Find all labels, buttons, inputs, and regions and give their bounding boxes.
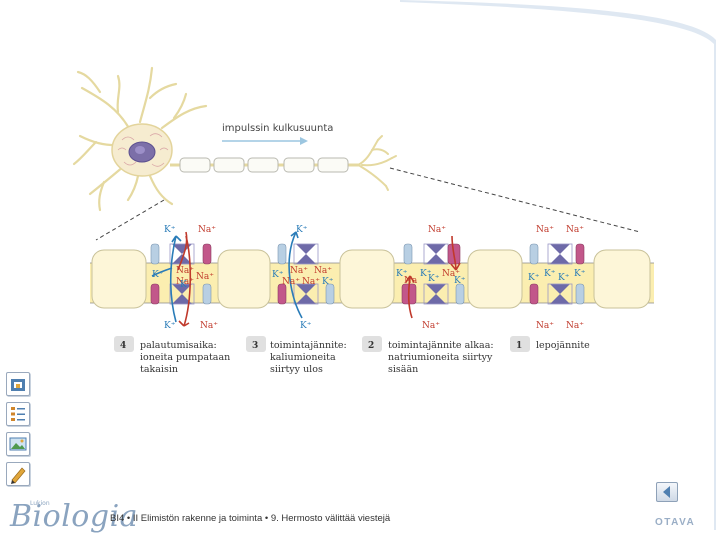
enlarged-myelin-blocks bbox=[91, 249, 651, 309]
ion-na-plus: Na⁺ bbox=[200, 321, 218, 331]
step-number-badge bbox=[510, 336, 530, 352]
step-text-line: toimintajännite: bbox=[270, 340, 347, 351]
ion-flow-arrows bbox=[151, 231, 461, 327]
step-text-line: sisään bbox=[388, 364, 418, 375]
step-1: 1 lepojännite bbox=[510, 336, 590, 352]
step-number: 2 bbox=[368, 341, 374, 351]
neuron-figure: impulssin kulkusuunta bbox=[72, 66, 654, 375]
images-button[interactable] bbox=[6, 432, 30, 456]
step-number: 1 bbox=[516, 341, 522, 351]
step-4: 4 palautumisaika: ioneita pumpataan taka… bbox=[114, 336, 230, 375]
ion-na-plus: Na⁺ bbox=[176, 277, 194, 287]
ion-k-plus: K⁺ bbox=[164, 321, 176, 331]
cell-body-organelles bbox=[117, 133, 169, 167]
ion-na-plus: Na⁺ bbox=[566, 321, 584, 331]
ion-k-plus: K⁺ bbox=[558, 273, 570, 283]
ion-k-plus: K⁺ bbox=[396, 269, 408, 279]
ion-na-plus: Na⁺ bbox=[302, 277, 320, 287]
ion-k-plus: K⁺ bbox=[164, 225, 176, 235]
contents-button[interactable] bbox=[6, 402, 30, 426]
step-text-line: takaisin bbox=[140, 364, 178, 375]
node-4-channels bbox=[150, 243, 212, 305]
ion-k-plus: K⁺ bbox=[528, 273, 540, 283]
home-button[interactable] bbox=[6, 372, 30, 396]
na-arrow-node2-in bbox=[451, 235, 457, 271]
ion-k-plus: K⁺ bbox=[272, 270, 284, 280]
list-icon bbox=[11, 407, 25, 421]
step-number-badge bbox=[246, 336, 266, 352]
step-number: 4 bbox=[120, 341, 126, 351]
zoom-line-right bbox=[389, 167, 641, 233]
pencil-icon bbox=[11, 467, 26, 484]
ion-k: K bbox=[180, 280, 187, 290]
k-arrow-node3 bbox=[288, 231, 303, 319]
dendrites bbox=[72, 66, 208, 212]
ion-na-plus: Na⁺ bbox=[196, 272, 214, 282]
step-text-line: lepojännite bbox=[536, 340, 590, 351]
ion-k-plus: K⁺ bbox=[428, 274, 440, 284]
nucleolus bbox=[135, 146, 145, 154]
step-number: 3 bbox=[252, 341, 258, 351]
na-arrow-node4 bbox=[177, 231, 188, 271]
node-3-ion-labels: K⁺ K⁺ Na⁺ Na⁺ Na⁺ Na⁺ K⁺ K⁺ bbox=[272, 225, 334, 331]
ion-k-plus: K⁺ bbox=[152, 270, 164, 280]
node-4-ion-labels: K⁺ Na⁺ K⁺ Na⁺ Na⁺ Na⁺ K K⁺ Na⁺ bbox=[152, 225, 218, 331]
ion-na-plus: Na⁺ bbox=[176, 266, 194, 276]
ion-na-plus: Na⁺ bbox=[566, 225, 584, 235]
step-3: 3 toimintajännite: kaliumioneita siirtyy… bbox=[246, 336, 347, 375]
step-2: 2 toimintajännite alkaa: natriumioneita … bbox=[362, 336, 494, 375]
ion-k-plus: K⁺ bbox=[454, 276, 466, 286]
home-icon bbox=[11, 379, 25, 391]
triangle-left-icon bbox=[663, 486, 670, 498]
back-button[interactable] bbox=[656, 482, 678, 502]
step-text-line: kaliumioneita bbox=[270, 352, 336, 363]
pencil-button[interactable] bbox=[6, 462, 30, 486]
ion-k-plus: K⁺ bbox=[574, 269, 586, 279]
step-text-line: toimintajännite alkaa: bbox=[388, 340, 494, 351]
axon-terminals bbox=[357, 135, 397, 191]
ion-k-plus: K⁺ bbox=[300, 321, 312, 331]
zoom-line-left bbox=[95, 199, 165, 241]
image-icon bbox=[9, 437, 27, 451]
ion-na-plus: Na⁺ bbox=[314, 266, 332, 276]
biologia-logo: Biologia bbox=[10, 499, 139, 534]
ion-na-plus: Na⁺ bbox=[442, 269, 460, 279]
myelin-segments bbox=[179, 157, 349, 173]
step-text-line: natriumioneita siirtyy bbox=[388, 352, 493, 363]
step-text-line: siirtyy ulos bbox=[270, 364, 323, 375]
ion-na-plus: Na⁺ bbox=[536, 225, 554, 235]
ion-na-plus: Na⁺ bbox=[290, 266, 308, 276]
ion-na-plus: Na⁺ bbox=[428, 225, 446, 235]
logo-subtitle: Lukion bbox=[30, 500, 50, 507]
breadcrumb: BI4 • II Elimistön rakenne ja toiminta •… bbox=[110, 513, 391, 524]
publisher-logo: OTAVA bbox=[655, 517, 696, 528]
impulse-direction-arrowhead bbox=[300, 137, 308, 145]
ion-na-plus: Na⁺ bbox=[536, 321, 554, 331]
node-1-ion-labels: Na⁺ Na⁺ K⁺ K⁺ K⁺ K⁺ Na⁺ Na⁺ bbox=[528, 225, 586, 331]
step-number-badge bbox=[362, 336, 382, 352]
step-number-badge bbox=[114, 336, 134, 352]
ion-na-plus: Na⁺ bbox=[198, 225, 216, 235]
ion-k-plus: K⁺ bbox=[544, 269, 556, 279]
ion-na-plus: Na⁺ bbox=[422, 321, 440, 331]
na-arrow-node2-out bbox=[407, 275, 413, 319]
ion-k-plus: K⁺ bbox=[296, 225, 308, 235]
node-3-channels bbox=[277, 243, 335, 305]
impulse-direction-label: impulssin kulkusuunta bbox=[222, 123, 333, 134]
step-text-line: palautumisaika: bbox=[140, 340, 217, 351]
k-arrow-node4 bbox=[169, 235, 177, 323]
step-text-line: ioneita pumpataan bbox=[140, 352, 230, 363]
ion-k-plus: K⁺ bbox=[322, 277, 334, 287]
node-2-ion-labels: Na⁺ K⁺ Na K⁺ K⁺ Na⁺ K⁺ Na⁺ bbox=[396, 225, 466, 331]
node-1-channels bbox=[529, 243, 585, 305]
ion-na: Na bbox=[404, 276, 418, 286]
ion-na-plus: Na⁺ bbox=[282, 277, 300, 287]
ion-k-plus: K⁺ bbox=[420, 269, 432, 279]
